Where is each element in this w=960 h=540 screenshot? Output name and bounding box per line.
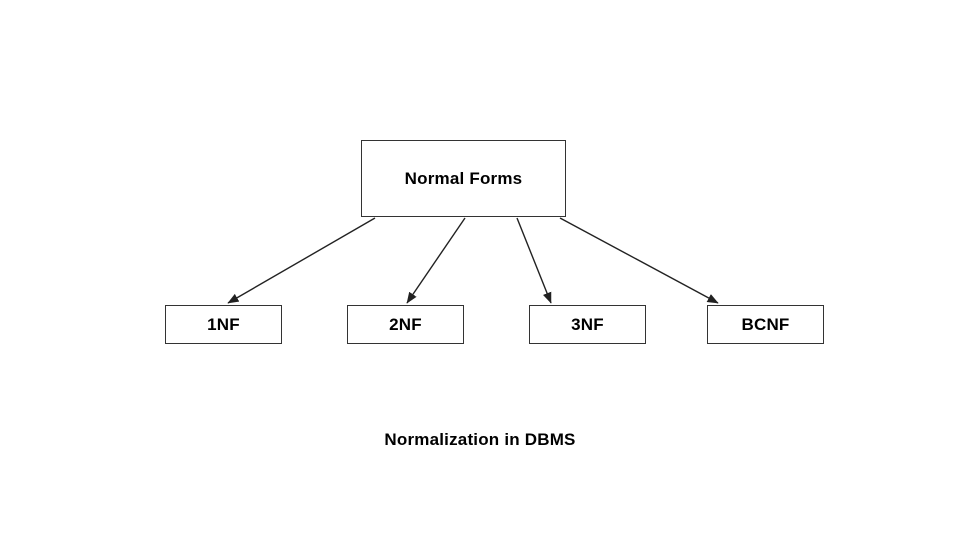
diagram-caption: Normalization in DBMS (384, 430, 576, 449)
node-label-2nf: 2NF (389, 314, 422, 334)
node-label-3nf: 3NF (571, 314, 604, 334)
node-normal-forms[interactable]: Normal Forms (361, 140, 566, 217)
arrow-root-to-bcnf (559, 217, 719, 304)
node-2nf[interactable]: 2NF (347, 305, 464, 344)
arrow-root-to-1nf (227, 217, 376, 304)
node-label-1nf: 1NF (207, 314, 240, 334)
node-label-bcnf: BCNF (741, 314, 790, 334)
node-bcnf[interactable]: BCNF (707, 305, 824, 344)
node-3nf[interactable]: 3NF (529, 305, 646, 344)
arrow-root-to-2nf (406, 217, 466, 304)
node-label-normal-forms: Normal Forms (404, 168, 523, 188)
node-1nf[interactable]: 1NF (165, 305, 282, 344)
connector-group (227, 217, 719, 304)
arrow-root-to-3nf (516, 217, 552, 304)
